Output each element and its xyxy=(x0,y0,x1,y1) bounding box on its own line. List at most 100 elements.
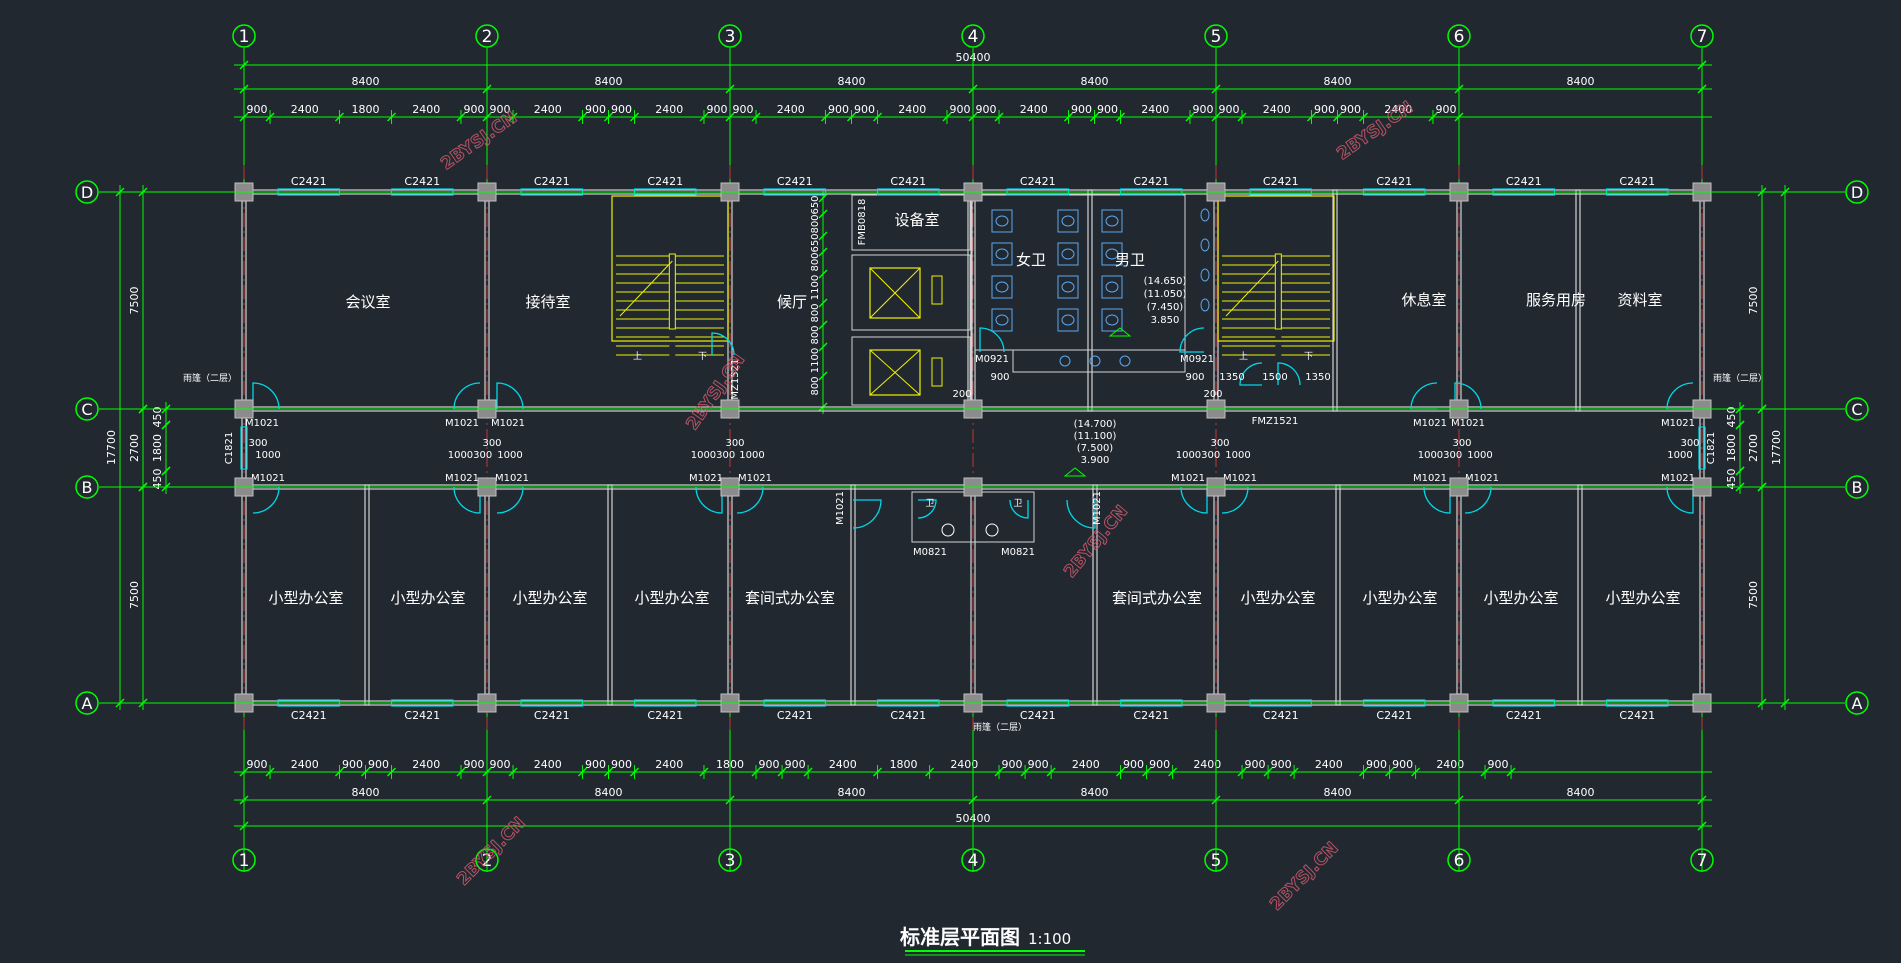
misc-dim: 1000 xyxy=(739,450,764,461)
dim-text: 2400 xyxy=(898,103,926,116)
axis-bubble xyxy=(1447,848,1471,872)
wall-partition-north xyxy=(1575,189,1581,412)
toilet xyxy=(1105,248,1119,260)
dim-text: 2400 xyxy=(1193,758,1221,771)
dim-vtext: 450 xyxy=(1725,407,1738,428)
door-label: M1021 xyxy=(1223,473,1257,484)
axis-bubble xyxy=(718,848,742,872)
misc-dim: 300 xyxy=(1452,438,1471,449)
stairs: 上下上下 xyxy=(611,195,1335,362)
dim-text: 2400 xyxy=(655,103,683,116)
dim-text: 900 xyxy=(733,103,754,116)
window-label: C2421 xyxy=(1619,709,1655,722)
room-label-south: 小型办公室 xyxy=(634,589,709,607)
door-label: M1021 xyxy=(689,473,723,484)
window-label: C2421 xyxy=(534,709,570,722)
room-label-south: 小型办公室 xyxy=(1362,589,1437,607)
room-label-north: 休息室 xyxy=(1401,291,1446,309)
dim-text: 2400 xyxy=(1263,103,1291,116)
door-south-4 xyxy=(695,486,723,514)
toilet-stall xyxy=(1057,275,1079,299)
dim-text: 2400 xyxy=(291,758,319,771)
axis-bubble xyxy=(718,24,742,48)
dim-bay-top: 8400 xyxy=(838,75,866,88)
room-label-south: 小型办公室 xyxy=(268,589,343,607)
dim-vtext: 1800 xyxy=(1725,434,1738,462)
dim-bay-top: 8400 xyxy=(1324,75,1352,88)
toilet xyxy=(1105,281,1119,293)
dim-text: 2400 xyxy=(950,758,978,771)
dim-vtext: 17700 xyxy=(1770,430,1783,465)
dim-bay-bottom: 8400 xyxy=(1081,786,1109,799)
axis-label-col: 2 xyxy=(482,27,493,47)
door-south-3 xyxy=(496,486,524,514)
misc-dim: 300 xyxy=(1680,438,1699,449)
misc-dim: 1000 xyxy=(255,450,280,461)
door-north-1 xyxy=(252,382,280,410)
dim-text: 900 xyxy=(1028,758,1049,771)
misc-dim: 300 xyxy=(248,438,267,449)
dim-text: 900 xyxy=(1071,103,1092,116)
elevator-counterweight xyxy=(931,275,943,305)
door-label-rot: FMZ1521 xyxy=(730,359,741,406)
dim-text: 900 xyxy=(490,103,511,116)
dim-text: 900 xyxy=(785,758,806,771)
dim-text: 900 xyxy=(1366,758,1387,771)
axis-label-col: 5 xyxy=(1211,27,1222,47)
wc-toilet xyxy=(941,523,955,537)
dim-bay-top: 8400 xyxy=(352,75,380,88)
misc-dim: 1350 xyxy=(1305,372,1330,383)
door-south-7 xyxy=(1221,486,1249,514)
room-label-south: 小型办公室 xyxy=(1605,589,1680,607)
fixtures xyxy=(869,208,1210,537)
side-window-label: C1821 xyxy=(1706,432,1717,464)
room-label-south: 小型办公室 xyxy=(390,589,465,607)
dim-vtext: 7500 xyxy=(1747,287,1760,315)
dim-text: 900 xyxy=(828,103,849,116)
dim-lobby-text: 1100 xyxy=(810,275,821,300)
elevator-x xyxy=(869,267,921,319)
dim-lobby-text: 650 xyxy=(810,195,821,214)
toilet xyxy=(1105,314,1119,326)
door-label: M1021 xyxy=(495,473,529,484)
dim-vtext: 7500 xyxy=(128,581,141,609)
wall-partition-south xyxy=(1577,484,1583,706)
dim-text: 900 xyxy=(854,103,875,116)
window-label: C2421 xyxy=(1263,709,1299,722)
urinal xyxy=(1200,298,1210,312)
elevation-b: (14.700) xyxy=(1074,419,1117,430)
misc-dim: 900 xyxy=(1185,372,1204,383)
door-north-2 xyxy=(453,382,481,410)
room-label-south: 套间式办公室 xyxy=(1112,589,1202,607)
toilet-stall xyxy=(991,242,1013,266)
misc-dim: 1000300 xyxy=(1176,450,1221,461)
dim-text: 2400 xyxy=(412,758,440,771)
stair-down-label: 下 xyxy=(1304,352,1313,362)
axis-bubble xyxy=(475,24,499,48)
door-label: M1021 xyxy=(491,418,525,429)
axis-bubble xyxy=(1690,24,1714,48)
dim-text: 900 xyxy=(342,758,363,771)
window-label: C2421 xyxy=(534,175,570,188)
window-label: C2421 xyxy=(777,709,813,722)
axis-bubble xyxy=(1690,848,1714,872)
dim-text: 900 xyxy=(949,103,970,116)
room-label-north: 候厅 xyxy=(777,293,807,311)
toilet-stall xyxy=(991,275,1013,299)
axis-label-col: 6 xyxy=(1454,851,1465,871)
dim-bay-bottom: 8400 xyxy=(595,786,623,799)
dim-text: 900 xyxy=(247,758,268,771)
dim-text: 900 xyxy=(1314,103,1335,116)
window-label: C2421 xyxy=(777,175,813,188)
canopy-label: 雨篷（二层） xyxy=(973,721,1027,733)
urinal xyxy=(1200,208,1210,222)
wall-partition-north xyxy=(1332,189,1338,412)
window-label: C2421 xyxy=(1020,175,1056,188)
axis-label-col: 2 xyxy=(482,851,493,871)
dim-text: 2400 xyxy=(1436,758,1464,771)
axis-label-col: 4 xyxy=(968,851,979,871)
axis-bubble xyxy=(1845,475,1869,499)
